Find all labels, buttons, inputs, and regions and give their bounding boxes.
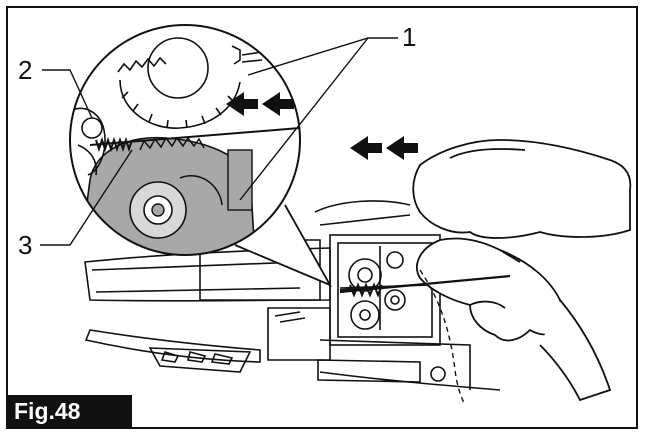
leader-1b	[239, 37, 369, 201]
machine-body	[84, 200, 501, 391]
leader-lines	[40, 37, 398, 246]
insertion-pin	[339, 274, 511, 294]
leader-2	[42, 69, 93, 119]
detail-spring	[89, 127, 300, 153]
figure-label: Fig.48	[7, 395, 132, 428]
callout-2: 2	[18, 55, 33, 85]
figure-border	[6, 6, 638, 429]
callout-1: 1	[402, 22, 417, 52]
direction-arrows-detail	[226, 92, 294, 116]
shaded-gear	[79, 136, 256, 255]
dashed-guide	[419, 269, 466, 406]
direction-arrows-main	[350, 136, 418, 160]
callout-3: 3	[18, 230, 33, 260]
zoom-detail-circle	[69, 24, 301, 256]
hand-illustration	[412, 139, 632, 402]
zoom-connector	[234, 204, 333, 287]
leader-3	[40, 149, 133, 246]
